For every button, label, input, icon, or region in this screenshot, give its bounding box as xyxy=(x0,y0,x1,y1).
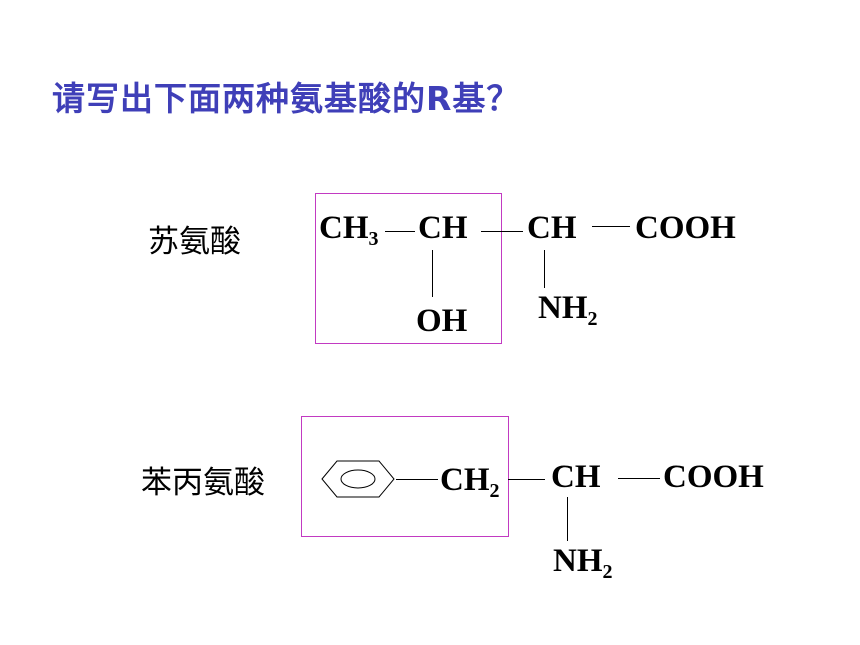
threonine-r-group-box xyxy=(315,193,502,344)
threonine-bond-ch-nh2 xyxy=(544,250,545,288)
phenylalanine-bond-ring-ch2 xyxy=(396,479,438,480)
threonine-bond-ch3-ch xyxy=(385,231,415,232)
threonine-ch-r: CH xyxy=(418,210,468,246)
threonine-cooh: COOH xyxy=(635,210,736,246)
slide-title: 请写出下面两种氨基酸的R基？ xyxy=(52,79,521,118)
phenylalanine-bond-ch-cooh xyxy=(618,478,660,479)
phenylalanine-name: 苯丙氨酸 xyxy=(141,465,265,501)
phenylalanine-ch-alpha: CH xyxy=(551,459,601,495)
phenylalanine-nh2: NH2 xyxy=(553,543,613,584)
threonine-name: 苏氨酸 xyxy=(148,224,241,260)
threonine-oh: OH xyxy=(416,303,468,339)
threonine-nh2-text: NH xyxy=(538,290,588,326)
phenylalanine-bond-ch-nh2 xyxy=(567,497,568,541)
threonine-ch-alpha: CH xyxy=(527,210,577,246)
threonine-ch3: CH3 xyxy=(319,210,379,251)
phenylalanine-ch2-text: CH xyxy=(440,462,490,498)
threonine-ch3-text: CH xyxy=(319,210,369,246)
benzene-ring-icon xyxy=(321,460,395,498)
phenylalanine-cooh: COOH xyxy=(663,459,764,495)
threonine-bond-ch-cooh xyxy=(592,226,630,227)
threonine-ch3-subscript: 3 xyxy=(368,228,379,250)
threonine-bond-ch-oh xyxy=(432,250,433,297)
threonine-nh2-subscript: 2 xyxy=(587,308,598,330)
phenylalanine-bond-ch2-ch xyxy=(508,479,545,480)
phenylalanine-r-group-box xyxy=(301,416,509,537)
phenylalanine-ch2-subscript: 2 xyxy=(489,480,500,502)
threonine-nh2: NH2 xyxy=(538,290,598,331)
phenylalanine-ch2: CH2 xyxy=(440,462,500,503)
phenylalanine-nh2-subscript: 2 xyxy=(602,561,613,583)
threonine-bond-ch-ch xyxy=(481,231,523,232)
phenylalanine-nh2-text: NH xyxy=(553,543,603,579)
